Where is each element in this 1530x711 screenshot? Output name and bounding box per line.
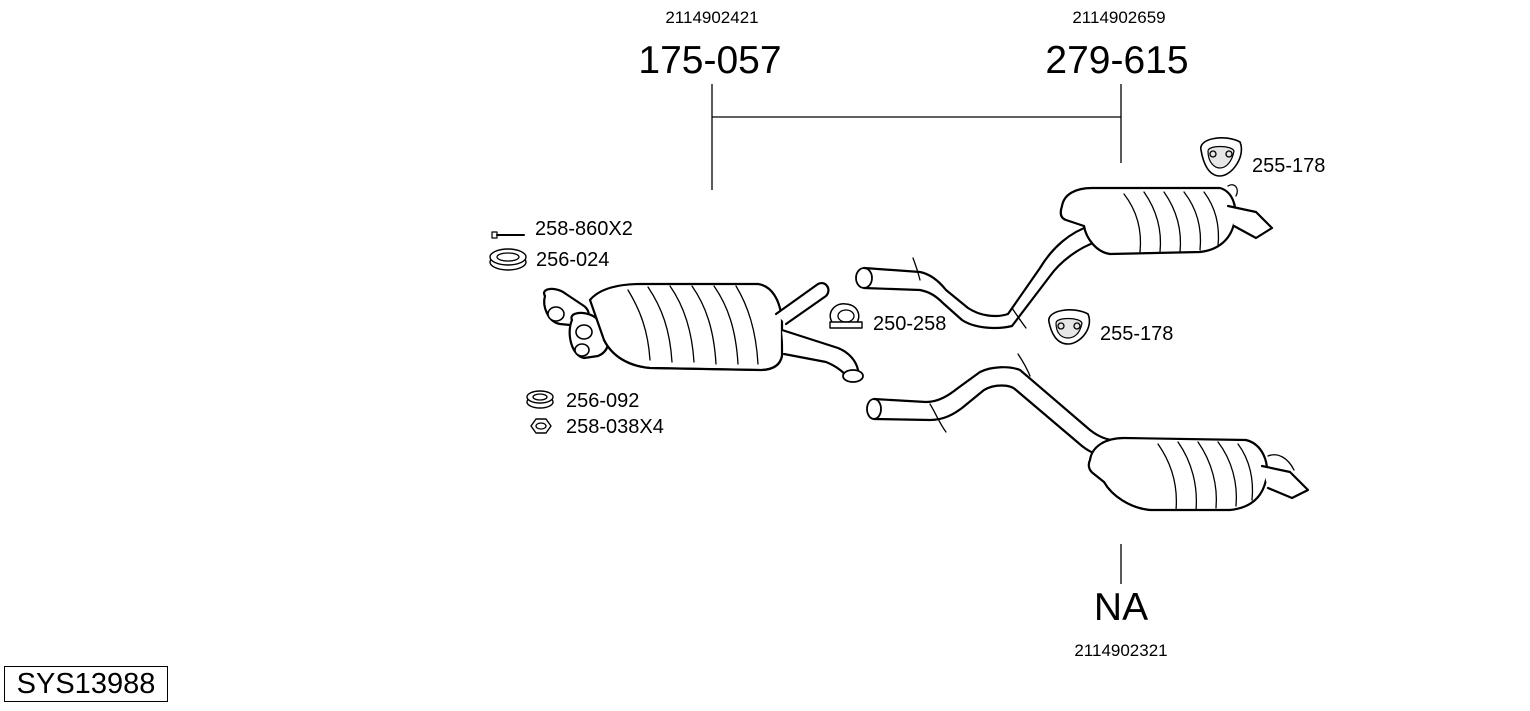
clamp-icon	[829, 303, 863, 329]
part-number-rear-silencer[interactable]: 279-615	[1045, 39, 1188, 82]
part-number-rear-lower[interactable]: NA	[1094, 586, 1148, 629]
accessory-label-seal-ring[interactable]: 256-092	[566, 390, 639, 412]
accessory-label-gasket-ring[interactable]: 256-024	[536, 249, 609, 271]
bolt-icon	[491, 231, 525, 239]
system-code-label: SYS13988	[4, 666, 168, 702]
rear-silencer-upper-drawing[interactable]	[1059, 184, 1274, 256]
rubber-mount-icon	[1200, 137, 1243, 177]
accessory-label-bolt[interactable]: 258-860X2	[535, 218, 633, 240]
upper-pipe-drawing[interactable]	[855, 224, 1098, 330]
front-silencer-drawing[interactable]	[542, 282, 864, 383]
part-number-front-silencer[interactable]: 175-057	[638, 39, 781, 82]
rubber-mount-icon	[1048, 309, 1091, 345]
gasket-ring-icon	[489, 248, 527, 271]
leader-lines-top	[711, 84, 1122, 190]
accessory-label-clamp[interactable]: 250-258	[873, 313, 946, 335]
lower-pipe-drawing[interactable]	[866, 353, 1126, 458]
oe-number-front: 2114902421	[665, 8, 758, 27]
oe-number-rear-lower: 2114902321	[1074, 641, 1167, 660]
rear-silencer-lower-drawing[interactable]	[1087, 436, 1310, 512]
accessory-label-mount-lower[interactable]: 255-178	[1100, 323, 1173, 345]
accessory-label-nut[interactable]: 258-038X4	[566, 416, 664, 438]
nut-icon	[530, 418, 552, 434]
accessory-label-mount-upper[interactable]: 255-178	[1252, 155, 1325, 177]
oe-number-rear: 2114902659	[1072, 8, 1165, 27]
seal-ring-icon	[526, 390, 554, 409]
